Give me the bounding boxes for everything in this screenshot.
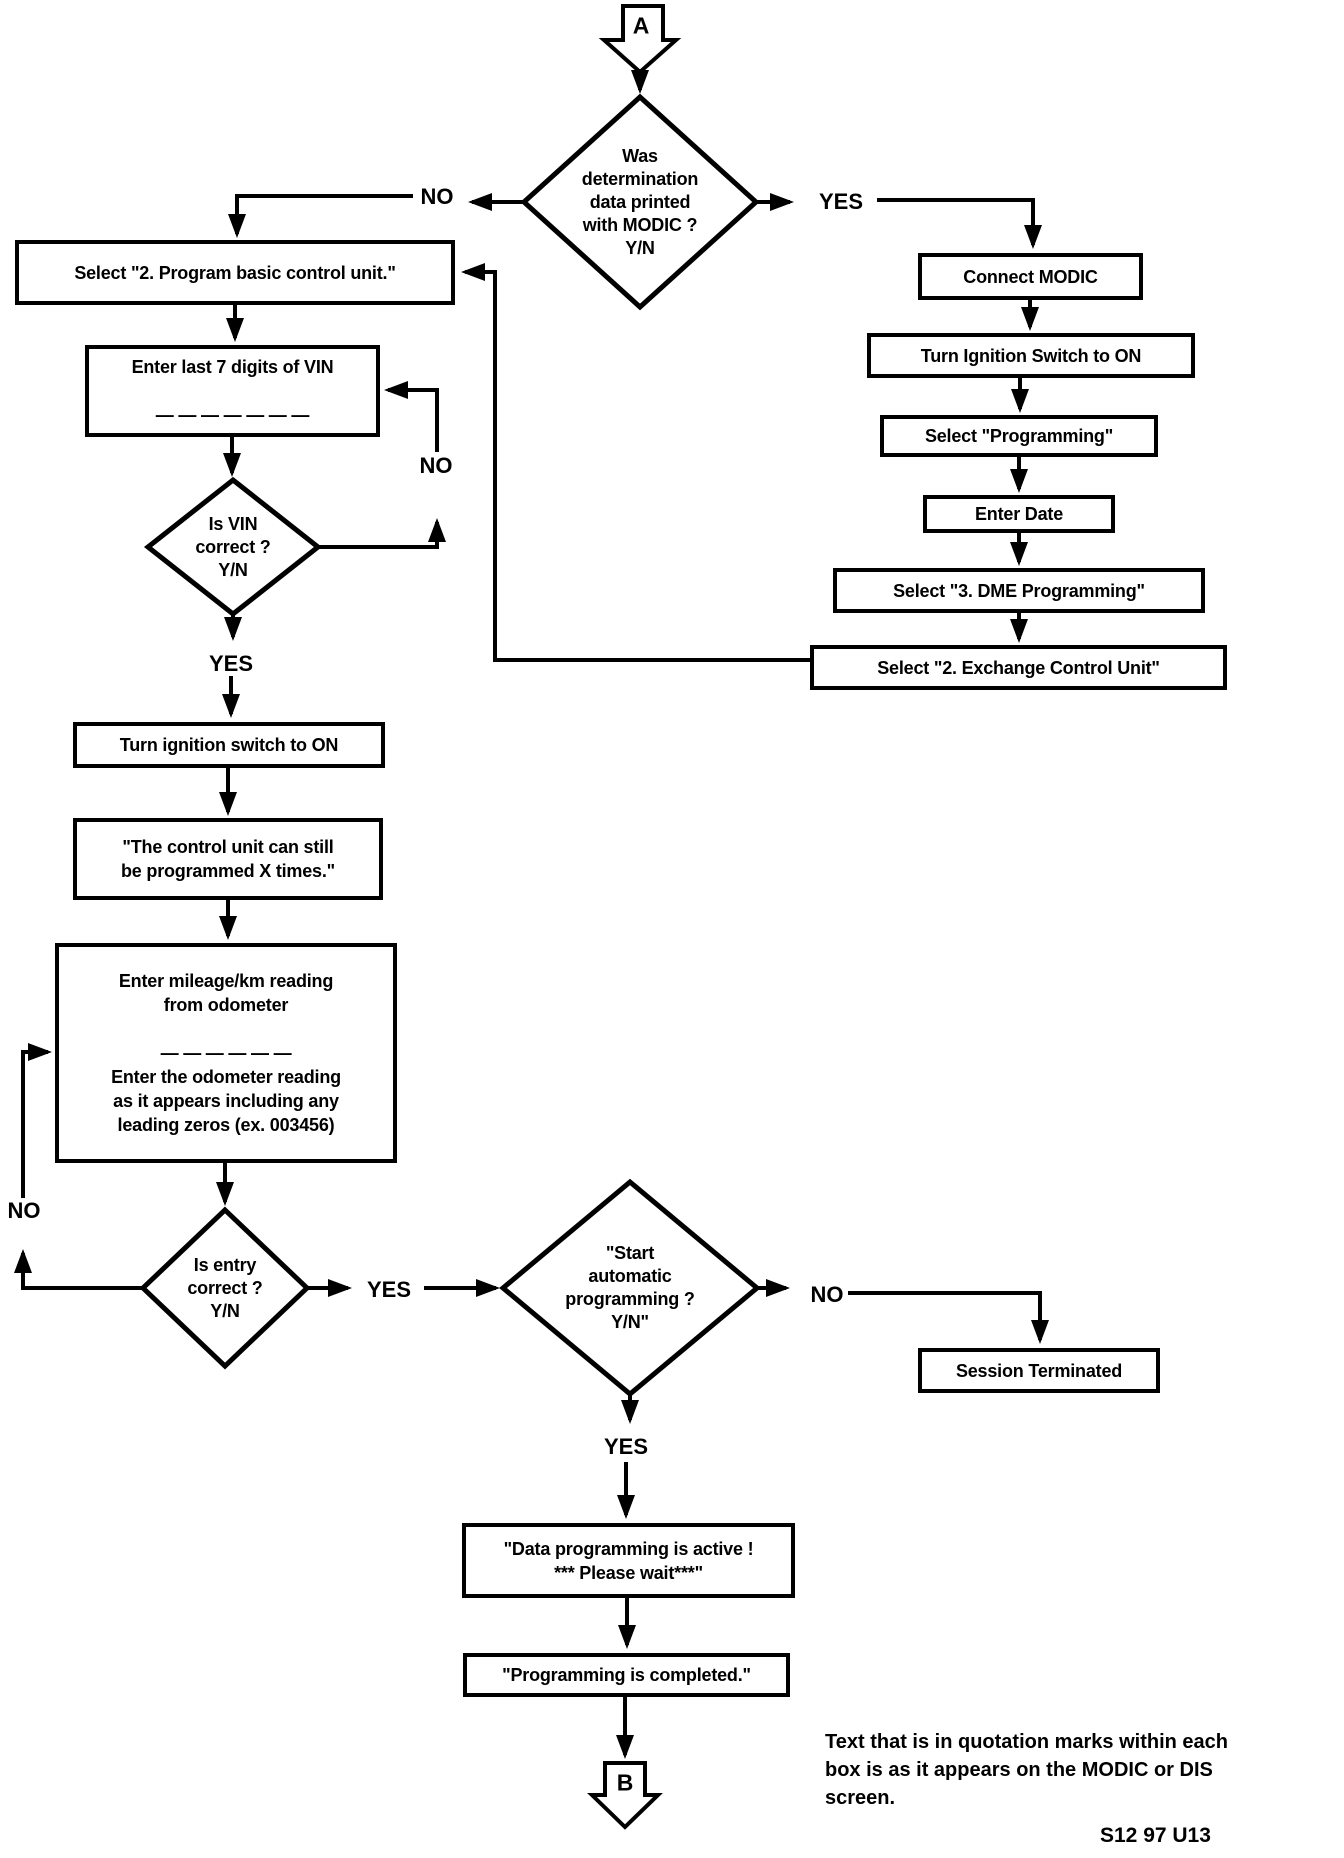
connector-a-label: A <box>632 12 650 39</box>
step-data-programming-active: "Data programming is active ! *** Please… <box>462 1523 795 1598</box>
connector-b-shape <box>587 1761 663 1830</box>
step-ignition-on-right: Turn Ignition Switch to ON <box>867 333 1195 378</box>
label-yes-vin: YES <box>208 651 254 676</box>
step-can-still-be-programmed: "The control unit can still be programme… <box>73 818 383 900</box>
arrow-modic-no-to-program-basic <box>228 194 413 238</box>
connector-a-shape <box>598 4 682 75</box>
step-programming-completed: "Programming is completed." <box>463 1653 790 1697</box>
label-no-start: NO <box>810 1282 844 1307</box>
decision-vin-correct-outline <box>143 476 323 618</box>
step-select-programming: Select "Programming" <box>880 415 1158 457</box>
arrow-yes-to-connect-modic <box>877 198 1042 249</box>
arrow-exchange-to-program-basic <box>461 263 810 662</box>
label-yes-start: YES <box>603 1434 649 1459</box>
step-select-dme-programming: Select "3. DME Programming" <box>833 568 1205 613</box>
label-no-entry: NO <box>7 1198 41 1223</box>
arrow-vin-no-to-vin-box <box>384 381 439 452</box>
step-select-exchange-control-unit: Select "2. Exchange Control Unit" <box>810 645 1227 690</box>
decision-modic-printed-outline <box>520 93 760 311</box>
doc-code: S12 97 U13 <box>1100 1824 1211 1847</box>
arrow-entry-no-up <box>13 1249 143 1290</box>
label-no-vin: NO <box>419 453 453 478</box>
decision-entry-correct-outline <box>139 1206 311 1370</box>
arrow-entry-no-to-mileage <box>21 1043 52 1198</box>
step-session-terminated: Session Terminated <box>918 1348 1160 1393</box>
step-connect-modic: Connect MODIC <box>918 253 1143 300</box>
label-yes-entry: YES <box>366 1277 412 1302</box>
step-enter-mileage: Enter mileage/km reading from odometer —… <box>55 943 397 1163</box>
arrow-no-to-session-terminated <box>848 1291 1049 1344</box>
label-yes-modic: YES <box>818 189 864 214</box>
label-no-modic: NO <box>420 184 454 209</box>
step-program-basic-control-unit: Select "2. Program basic control unit." <box>15 240 455 305</box>
arrow-vin-decision-no-up <box>315 518 446 549</box>
connector-b-label: B <box>616 1769 634 1796</box>
step-enter-date: Enter Date <box>923 495 1115 533</box>
step-ignition-on-left: Turn ignition switch to ON <box>73 722 385 768</box>
step-enter-vin: Enter last 7 digits of VIN — — — — — — — <box>85 345 380 437</box>
footnote: Text that is in quotation marks within e… <box>825 1731 1229 1809</box>
decision-start-programming-outline <box>499 1178 761 1398</box>
